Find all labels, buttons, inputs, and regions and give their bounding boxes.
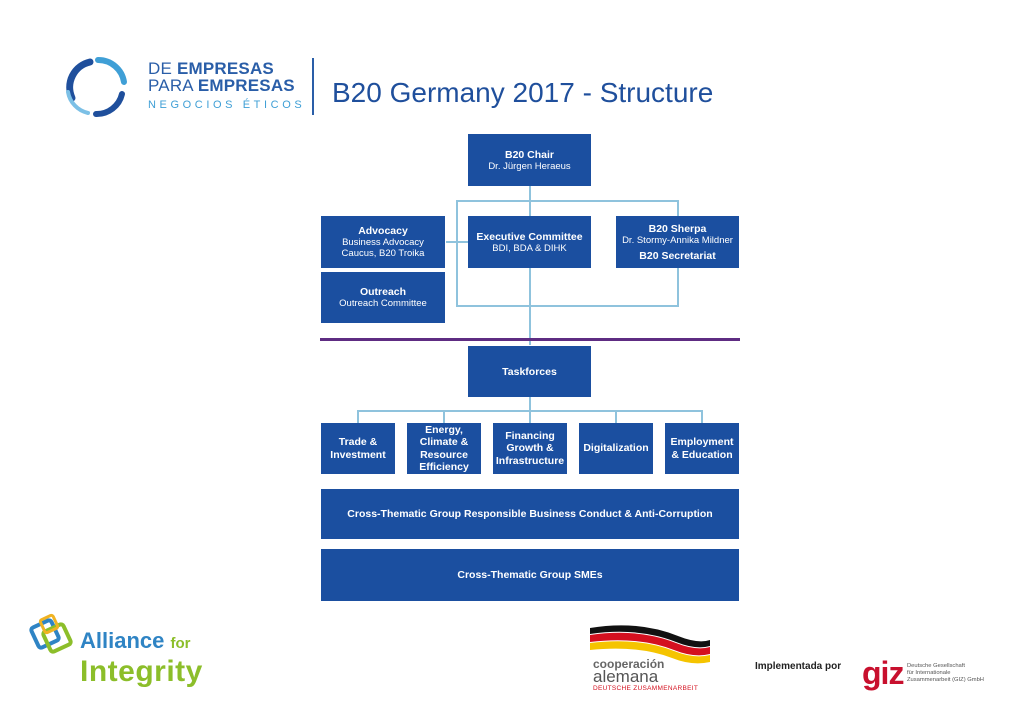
taskforce-label: Energy, Climate & Resource Efficiency	[419, 423, 469, 474]
connector-drop-1	[357, 410, 359, 423]
taskforce-employment-education-box: Employment & Education	[665, 423, 739, 474]
b20-sherpa-box: B20 Sherpa Dr. Stormy-Annika Mildner B20…	[616, 216, 739, 268]
outreach-subtitle: Outreach Committee	[339, 298, 427, 309]
connector-drop-5	[701, 410, 703, 423]
taskforces-box: Taskforces	[468, 346, 591, 397]
outreach-box: Outreach Outreach Committee	[321, 272, 445, 323]
connector-top-horizontal	[456, 200, 678, 202]
b20-chair-box: B20 Chair Dr. Jürgen Heraeus	[468, 134, 591, 186]
taskforce-financing-growth-box: Financing Growth & Infrastructure	[493, 423, 567, 474]
cross-thematic-rbc-box: Cross-Thematic Group Responsible Busines…	[321, 489, 739, 539]
cross-thematic-smes-label: Cross-Thematic Group SMEs	[457, 569, 603, 581]
taskforce-digitalization-box: Digitalization	[579, 423, 653, 474]
taskforce-trade-investment-box: Trade & Investment	[321, 423, 395, 474]
outreach-title: Outreach	[359, 286, 407, 298]
taskforces-title: Taskforces	[502, 365, 557, 378]
taskforce-label: Digitalization	[583, 442, 649, 455]
alliance-for-integrity-logo-icon	[29, 613, 73, 654]
cooperacion-logo-line1: cooperación	[593, 657, 665, 671]
page-title: B20 Germany 2017 - Structure	[332, 77, 714, 108]
cross-thematic-rbc-label: Cross-Thematic Group Responsible Busines…	[347, 508, 713, 520]
connector-taskforces-down	[529, 397, 531, 411]
b20-chair-name: Dr. Jürgen Heraeus	[488, 160, 571, 172]
advocacy-title: Advocacy	[358, 225, 408, 237]
alliance-logo-line2: Integrity	[80, 655, 203, 688]
de-empresas-logo-icon	[66, 56, 127, 117]
implemented-by-label: Implementada por	[755, 661, 842, 672]
taskforce-label: Financing Growth & Infrastructure	[495, 429, 565, 467]
cross-thematic-smes-box: Cross-Thematic Group SMEs	[321, 549, 739, 601]
alliance-logo-line1: Alliance for	[80, 628, 191, 653]
advocacy-subtitle: Business Advocacy Caucus, B20 Troika	[341, 237, 425, 259]
connector-advocacy-link	[446, 241, 468, 243]
connector-drop-2	[443, 410, 445, 423]
taskforce-label: Employment & Education	[670, 436, 734, 461]
giz-logo-text: Deutsche Gesellschaft für Internationale…	[907, 663, 984, 683]
connector-left-vertical	[456, 200, 458, 307]
connector-drop-3	[529, 410, 531, 423]
executive-committee-title: Executive Committee	[476, 230, 583, 243]
header-divider	[312, 58, 314, 115]
b20-sherpa-title: B20 Sherpa	[648, 222, 707, 235]
b20-chair-title: B20 Chair	[504, 148, 555, 161]
taskforce-label: Trade & Investment	[330, 436, 386, 461]
connector-drop-4	[615, 410, 617, 423]
cooperacion-alemana-flag-icon	[590, 625, 710, 664]
taskforce-energy-climate-box: Energy, Climate & Resource Efficiency	[407, 423, 481, 474]
cooperacion-logo-line2: alemana	[593, 667, 659, 686]
giz-logo: giz	[862, 655, 904, 691]
b20-secretariat-label: B20 Secretariat	[639, 249, 716, 262]
advocacy-box: Advocacy Business Advocacy Caucus, B20 T…	[321, 216, 445, 268]
connector-bottom-horizontal	[456, 305, 679, 307]
executive-committee-box: Executive Committee BDI, BDA & DIHK	[468, 216, 591, 268]
b20-sherpa-name: Dr. Stormy-Annika Mildner	[622, 234, 733, 246]
section-divider-line	[320, 338, 740, 341]
executive-committee-members: BDI, BDA & DIHK	[492, 242, 567, 254]
cooperacion-logo-line3: DEUTSCHE ZUSAMMENARBEIT	[593, 685, 699, 692]
de-empresas-logo-text: DE EMPRESAS PARA EMPRESAS NEGOCIOS ÉTICO…	[148, 59, 306, 111]
